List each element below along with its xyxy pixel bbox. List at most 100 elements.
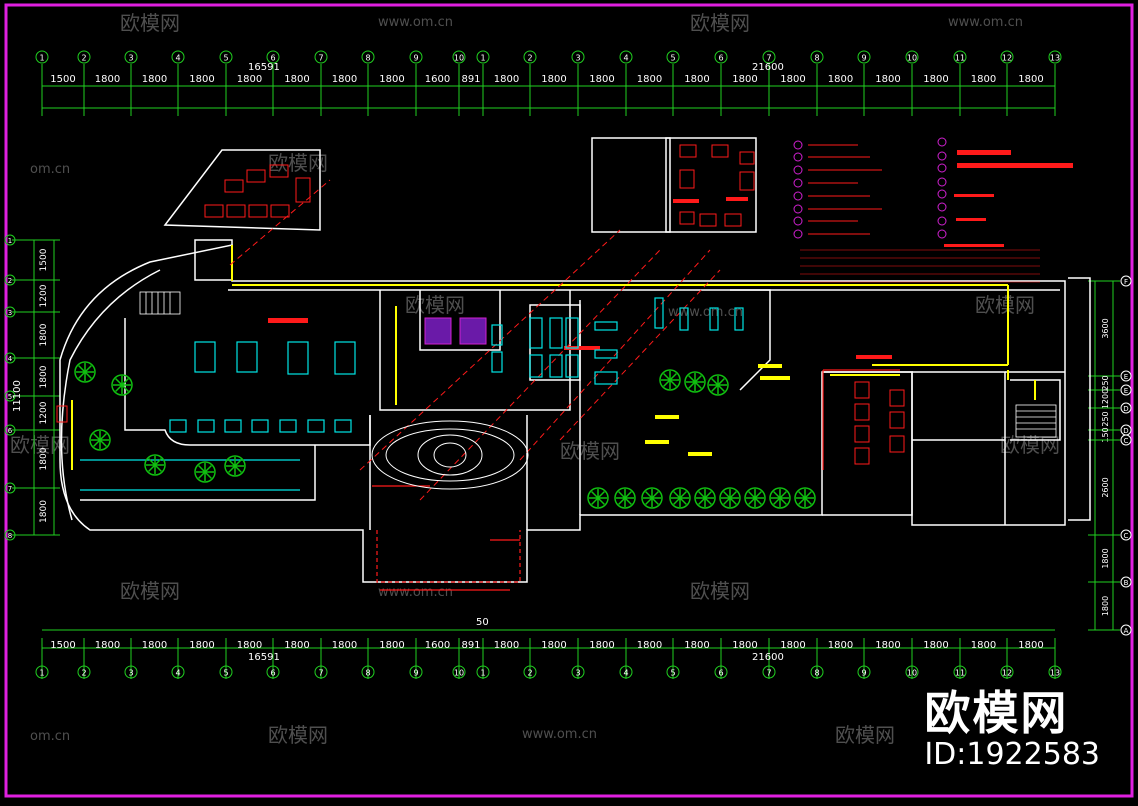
axis-bubble bbox=[171, 665, 185, 679]
axis-bubble bbox=[810, 665, 824, 679]
dimension-value: 1800 bbox=[39, 447, 49, 470]
legend-marker bbox=[793, 165, 803, 175]
dimension-value: 1800 bbox=[284, 640, 309, 651]
equipment-markers bbox=[56, 144, 905, 465]
axis-label: D bbox=[1123, 427, 1128, 435]
watermark-logo: 欧模网 bbox=[975, 293, 1035, 317]
dimension-value: 1800 bbox=[828, 74, 853, 85]
axis-label: 5 bbox=[670, 669, 675, 678]
axis-label: 3 bbox=[8, 309, 12, 317]
dimension-value: 1800 bbox=[684, 640, 709, 651]
axis-bubble bbox=[4, 274, 16, 286]
dimension-value: 150 bbox=[1101, 427, 1110, 442]
axis-label: 8 bbox=[814, 669, 819, 678]
dimension-value: 1800 bbox=[589, 74, 614, 85]
axis-label: 2 bbox=[8, 277, 12, 285]
axis-label: E bbox=[1124, 373, 1128, 381]
axis-bubble bbox=[4, 424, 16, 436]
top-left-total: 16591 bbox=[248, 62, 280, 73]
axis-label: 7 bbox=[8, 485, 12, 493]
axis-bubble bbox=[77, 665, 91, 679]
axis-label: 1 bbox=[39, 669, 44, 678]
axis-bubble bbox=[666, 665, 680, 679]
axis-label: A bbox=[1124, 627, 1129, 635]
axis-label: 1 bbox=[39, 54, 44, 63]
axis-label: 10 bbox=[454, 669, 464, 678]
axis-label: 6 bbox=[718, 669, 723, 678]
plant-icon bbox=[769, 487, 791, 509]
plant-icon bbox=[669, 487, 691, 509]
dimension-value: 1800 bbox=[379, 74, 404, 85]
axis-bubble bbox=[1120, 384, 1132, 396]
axis-bubble bbox=[266, 665, 280, 679]
dimension-value: 1800 bbox=[1101, 548, 1110, 568]
dimension-value: 1800 bbox=[494, 640, 519, 651]
axis-bubble bbox=[523, 50, 537, 64]
legend-marker bbox=[937, 216, 947, 226]
axis-label: 1 bbox=[480, 54, 485, 63]
axis-label: 4 bbox=[8, 355, 13, 363]
plant-leaf bbox=[673, 491, 687, 505]
plant-icon bbox=[614, 487, 636, 509]
axis-bubble bbox=[762, 50, 776, 64]
plant-leaf bbox=[711, 378, 725, 392]
plant-icon bbox=[684, 371, 706, 393]
dimension-value: 1800 bbox=[142, 74, 167, 85]
axis-bubble bbox=[714, 665, 728, 679]
plant-icon bbox=[587, 487, 609, 509]
axis-label: F bbox=[1124, 278, 1128, 286]
axis-label: 1 bbox=[8, 237, 12, 245]
axis-bubble bbox=[77, 50, 91, 64]
legend-marker bbox=[937, 137, 947, 147]
watermark-site: www.om.cn bbox=[948, 15, 1023, 30]
dimension-value: 3600 bbox=[1101, 318, 1110, 338]
axis-bubble bbox=[124, 50, 138, 64]
axis-label: C bbox=[1124, 532, 1129, 540]
axis-label: 4 bbox=[175, 669, 180, 678]
legend-marker bbox=[793, 178, 803, 188]
dimension-value: 1800 bbox=[189, 640, 214, 651]
dimension-value: 1500 bbox=[39, 248, 49, 271]
axis-bubble bbox=[619, 665, 633, 679]
axis-bubble bbox=[1120, 529, 1132, 541]
dimension-value: 891 bbox=[461, 640, 480, 651]
dimension-value: 1800 bbox=[780, 74, 805, 85]
axis-label: 9 bbox=[861, 669, 866, 678]
dimension-value: 1800 bbox=[541, 74, 566, 85]
axis-label: 11 bbox=[955, 54, 965, 63]
axis-label: 4 bbox=[623, 669, 628, 678]
axis-bubble bbox=[409, 665, 423, 679]
dimension-value: 1800 bbox=[332, 74, 357, 85]
axis-bubble bbox=[762, 665, 776, 679]
plant-icon bbox=[89, 429, 111, 451]
fitness-equipment bbox=[80, 297, 744, 491]
brand-name: 欧模网 bbox=[924, 686, 1069, 740]
dimension-value: 1800 bbox=[1018, 74, 1043, 85]
watermark-logo: 欧模网 bbox=[690, 11, 750, 35]
axis-bubble bbox=[4, 234, 16, 246]
plant-leaf bbox=[698, 491, 712, 505]
axis-label: 5 bbox=[223, 669, 228, 678]
staircase bbox=[139, 291, 1057, 438]
dimension-value: 1800 bbox=[39, 365, 49, 388]
plant-leaf bbox=[148, 458, 162, 472]
dimension-value: 1800 bbox=[923, 74, 948, 85]
axis-bubble bbox=[35, 50, 49, 64]
axis-label: 9 bbox=[413, 54, 418, 63]
dimension-value: 1800 bbox=[732, 74, 757, 85]
axis-label: 1 bbox=[480, 669, 485, 678]
watermark-logo: 欧模网 bbox=[560, 439, 620, 463]
axis-bubble bbox=[171, 50, 185, 64]
axis-label: 8 bbox=[8, 532, 12, 540]
axis-label: D bbox=[1123, 405, 1128, 413]
plant-leaf bbox=[645, 491, 659, 505]
axis-bubble bbox=[124, 665, 138, 679]
axis-bubble bbox=[219, 665, 233, 679]
plant-leaf bbox=[78, 365, 92, 379]
axis-bubble bbox=[810, 50, 824, 64]
watermark-logo: 欧模网 bbox=[690, 579, 750, 603]
